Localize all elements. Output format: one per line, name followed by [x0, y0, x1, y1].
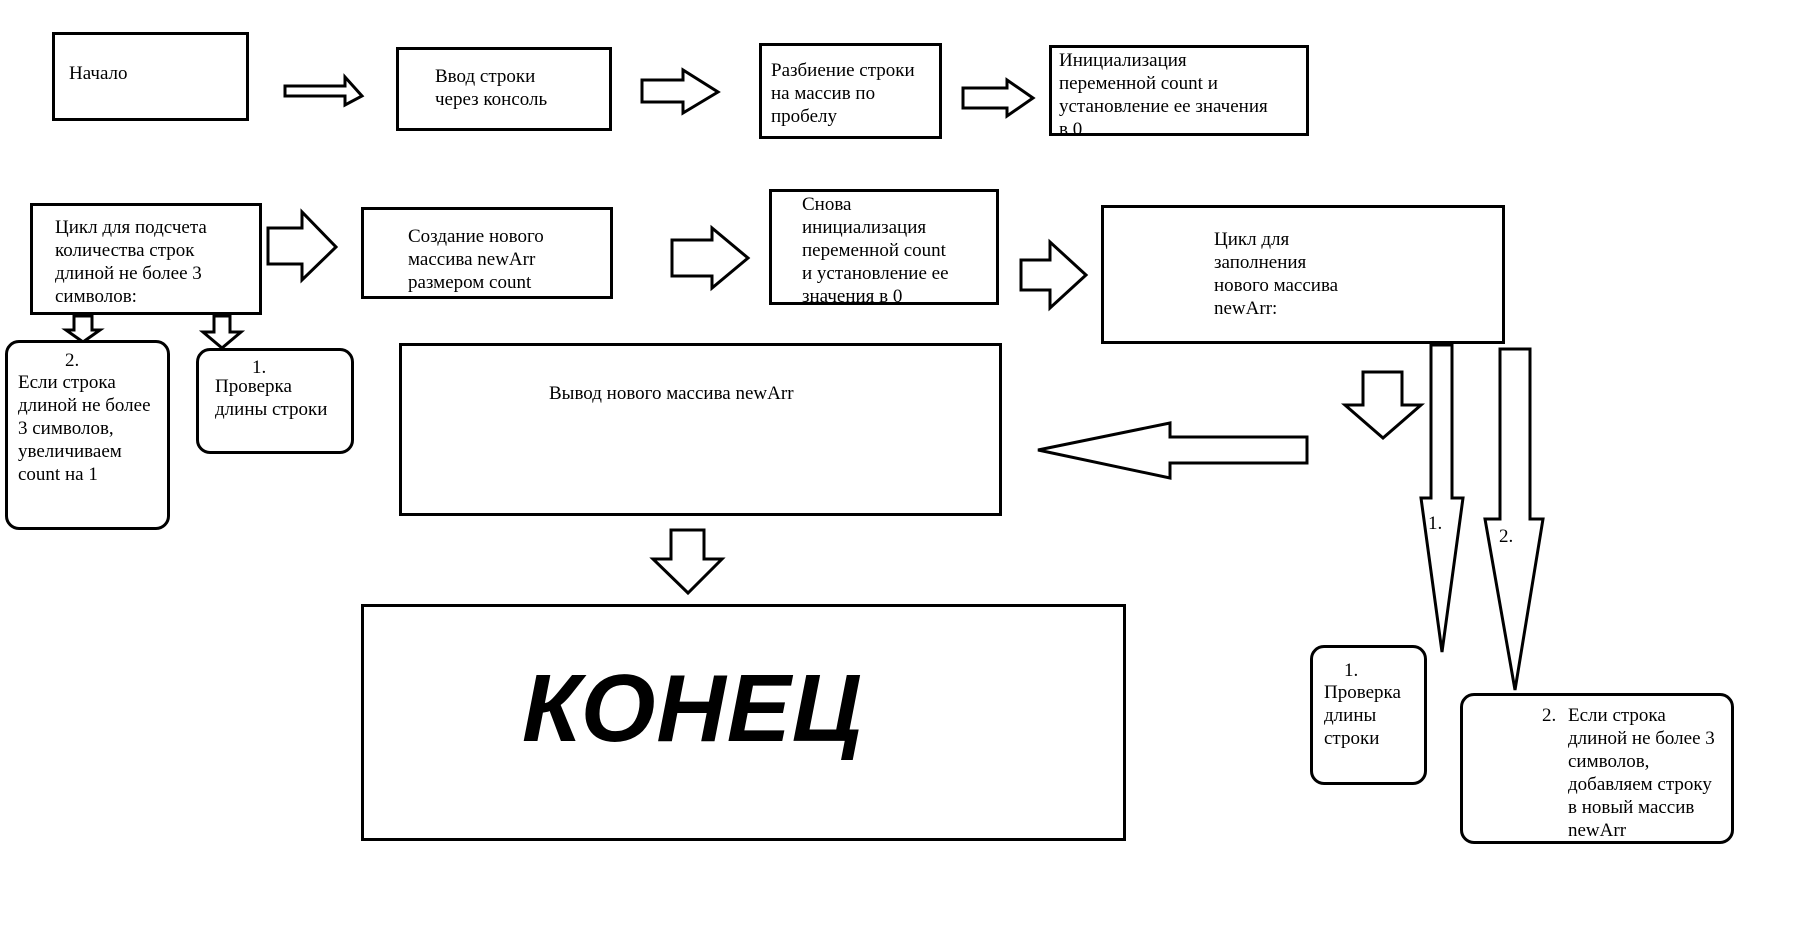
arrow-loop-to-create: [266, 208, 339, 284]
arrow-reinit-to-fill: [1019, 238, 1089, 312]
arrow-down-from-fill: [1340, 370, 1426, 440]
node-fill-step2-number: 2.: [1542, 705, 1557, 726]
arrow-create-to-reinit: [670, 224, 751, 292]
node-start-label: Начало: [69, 63, 128, 84]
node-count-step2-number: 2.: [65, 350, 80, 371]
node-start: Начало: [52, 32, 249, 121]
fill-branch-2-number: 2.: [1499, 526, 1514, 547]
node-count-step1: 1. Проверка длины строки: [196, 348, 354, 454]
node-input-label: Ввод строки через консоль: [435, 66, 548, 110]
arrow-down-to-count-step2: [61, 314, 105, 344]
arrow-fill-branch-2: [1483, 347, 1545, 691]
node-fill-loop-label: Цикл для заполнения нового массива newAr…: [1214, 229, 1339, 319]
node-create-array-label: Создание нового массива newArr размером …: [408, 226, 544, 293]
node-fill-step2: 2. Если строка длиной не более 3 символо…: [1460, 693, 1734, 844]
node-split: Разбиение строки на массив по пробелу: [759, 43, 942, 139]
arrow-left-to-output: [1037, 421, 1309, 480]
node-end: КОНЕЦ: [361, 604, 1126, 841]
arrow-output-to-end: [649, 528, 726, 596]
node-count-step2: 2. Если строка длиной не более 3 символо…: [5, 340, 170, 530]
node-create-array: Создание нового массива newArr размером …: [361, 207, 613, 299]
node-count-step1-number: 1.: [252, 357, 267, 378]
node-output-label: Вывод нового массива newArr: [549, 383, 794, 404]
node-fill-step1-label: Проверка длины строки: [1324, 682, 1401, 749]
node-init-count-label: Инициализация переменной count и установ…: [1059, 50, 1268, 136]
arrow-down-to-count-step1: [198, 314, 246, 350]
node-count-loop-label: Цикл для подсчета количества строк длино…: [55, 217, 207, 307]
node-fill-step1: 1. Проверка длины строки: [1310, 645, 1427, 785]
arrow-fill-branch-1: [1419, 343, 1465, 653]
node-fill-loop: Цикл для заполнения нового массива newAr…: [1101, 205, 1505, 344]
node-input: Ввод строки через консоль: [396, 47, 612, 131]
node-fill-step1-number: 1.: [1344, 660, 1359, 681]
node-reinit-count-label: Снова инициализация переменной count и у…: [802, 194, 949, 305]
node-count-step2-label: Если строка длиной не более 3 символов, …: [18, 372, 151, 485]
arrow-start-to-input: [283, 73, 365, 108]
node-end-label: КОНЕЦ: [522, 655, 863, 762]
arrow-split-to-init: [961, 77, 1036, 119]
node-init-count: Инициализация переменной count и установ…: [1049, 45, 1309, 136]
node-fill-step2-label: Если строка длиной не более 3 символов, …: [1568, 705, 1715, 841]
fill-branch-1-number: 1.: [1428, 513, 1443, 534]
node-count-step1-label: Проверка длины строки: [215, 376, 328, 420]
node-count-loop: Цикл для подсчета количества строк длино…: [30, 203, 262, 315]
node-split-label: Разбиение строки на массив по пробелу: [771, 60, 915, 127]
arrow-input-to-split: [640, 67, 721, 116]
node-output: Вывод нового массива newArr: [399, 343, 1002, 516]
node-reinit-count: Снова инициализация переменной count и у…: [769, 189, 999, 305]
